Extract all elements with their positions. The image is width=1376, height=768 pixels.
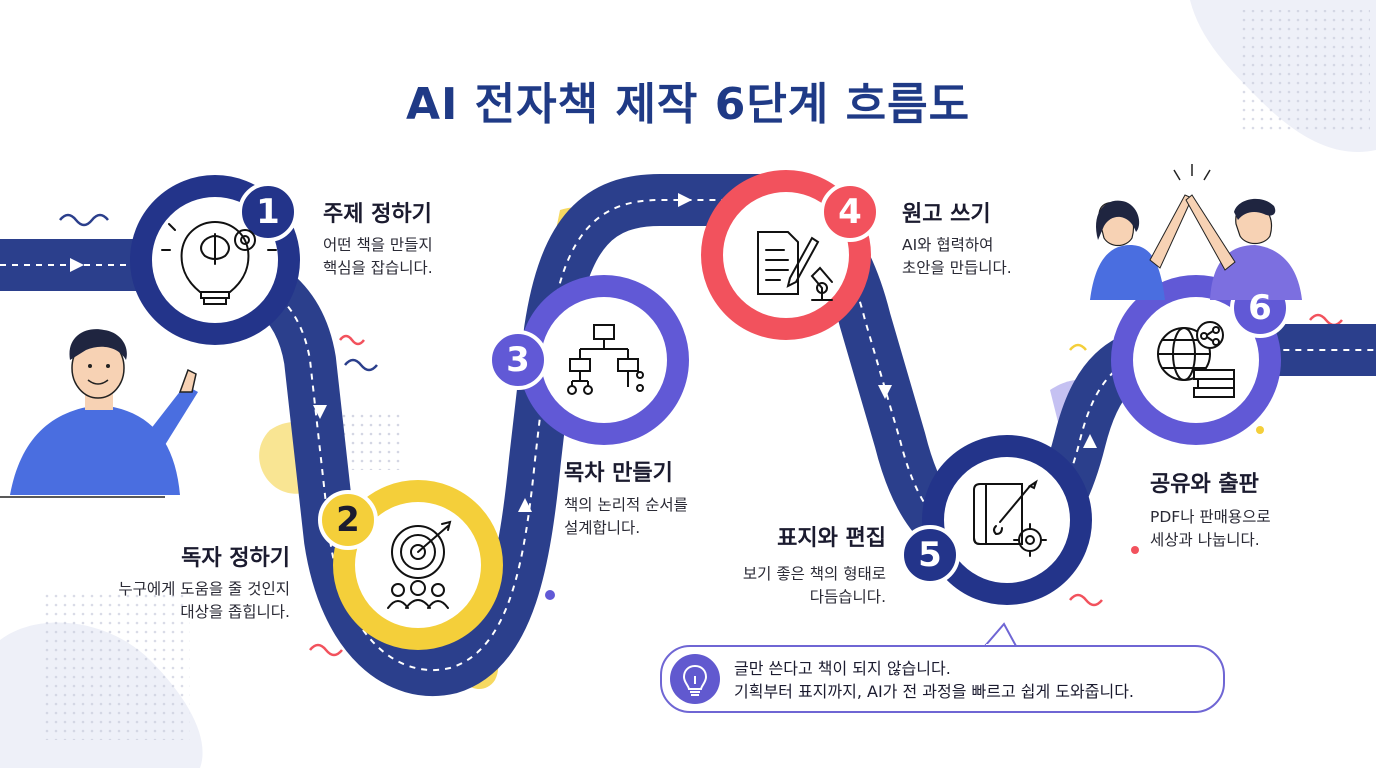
step-circle-3: [519, 275, 689, 445]
step-desc-line: 책의 논리적 순서를: [564, 496, 688, 514]
document-pen-robot-arm-icon: [757, 231, 833, 301]
step-desc-line: 누구에게 도움을 줄 것인지: [118, 580, 290, 598]
step-desc-line: 대상을 좁힙니다.: [180, 603, 290, 621]
step-desc-line: 어떤 책을 만들지: [323, 236, 433, 254]
step-title-4: 원고 쓰기: [902, 202, 991, 227]
tip-note-line: 기획부터 표지까지, AI가 전 과정을 빠르고 쉽게 도와줍니다.: [734, 682, 1134, 701]
step-desc-3: 책의 논리적 순서를 설계합니다.: [564, 494, 688, 540]
step-desc-2: 누구에게 도움을 줄 것인지 대상을 좁힙니다.: [60, 578, 290, 624]
step-desc-4: AI와 협력하여 초안을 만듭니다.: [902, 234, 1012, 280]
target-audience-icon: [387, 520, 452, 609]
step-number-4: 4: [838, 192, 862, 232]
globe-share-books-icon: [1157, 321, 1235, 398]
step-title-2: 독자 정하기: [181, 546, 290, 571]
step-desc-1: 어떤 책을 만들지 핵심을 잡습니다.: [323, 234, 433, 280]
page-title: AI 전자책 제작 6단계 흐름도: [405, 79, 971, 130]
step-number-2: 2: [336, 500, 360, 540]
tip-note: 글만 쓴다고 책이 되지 않습니다. 기획부터 표지까지, AI가 전 과정을 …: [660, 645, 1225, 713]
pointing-man-illustration: [0, 329, 198, 498]
step-desc-line: 초안을 만듭니다.: [902, 259, 1012, 277]
step-circle-2: [333, 480, 503, 650]
step-desc-line: PDF나 판매용으로: [1150, 508, 1271, 526]
step-desc-line: 설계합니다.: [564, 519, 641, 537]
step-desc-line: 다듬습니다.: [809, 588, 886, 606]
step-title-5: 표지와 편집: [777, 526, 886, 551]
step-desc-5: 보기 좋은 책의 형태로 다듬습니다.: [680, 563, 886, 609]
book-brush-gear-icon: [973, 479, 1047, 557]
step-title-3: 목차 만들기: [564, 461, 673, 486]
lightbulb-icon: [670, 654, 720, 704]
tip-note-text: 글만 쓴다고 책이 되지 않습니다. 기획부터 표지까지, AI가 전 과정을 …: [734, 657, 1134, 703]
step-desc-line: AI와 협력하여: [902, 236, 994, 254]
tip-note-line: 글만 쓴다고 책이 되지 않습니다.: [734, 659, 951, 678]
step-title-6: 공유와 출판: [1150, 472, 1259, 497]
note-bubble-tail: [982, 622, 1018, 647]
step-circle-5: [922, 435, 1092, 605]
step-desc-6: PDF나 판매용으로 세상과 나눕니다.: [1150, 506, 1271, 552]
step-desc-line: 보기 좋은 책의 형태로: [742, 565, 886, 583]
step-desc-line: 세상과 나눕니다.: [1150, 531, 1260, 549]
lightbulb-brain-gear-icon: [161, 220, 277, 305]
step-title-1: 주제 정하기: [323, 202, 432, 227]
step-number-1: 1: [256, 192, 280, 232]
step-number-6: 6: [1248, 288, 1272, 328]
step-number-5: 5: [918, 535, 942, 575]
hierarchy-flowchart-icon: [567, 324, 644, 395]
step-desc-line: 핵심을 잡습니다.: [323, 259, 433, 277]
high-five-people-illustration: [1090, 164, 1302, 300]
step-number-3: 3: [506, 340, 530, 380]
